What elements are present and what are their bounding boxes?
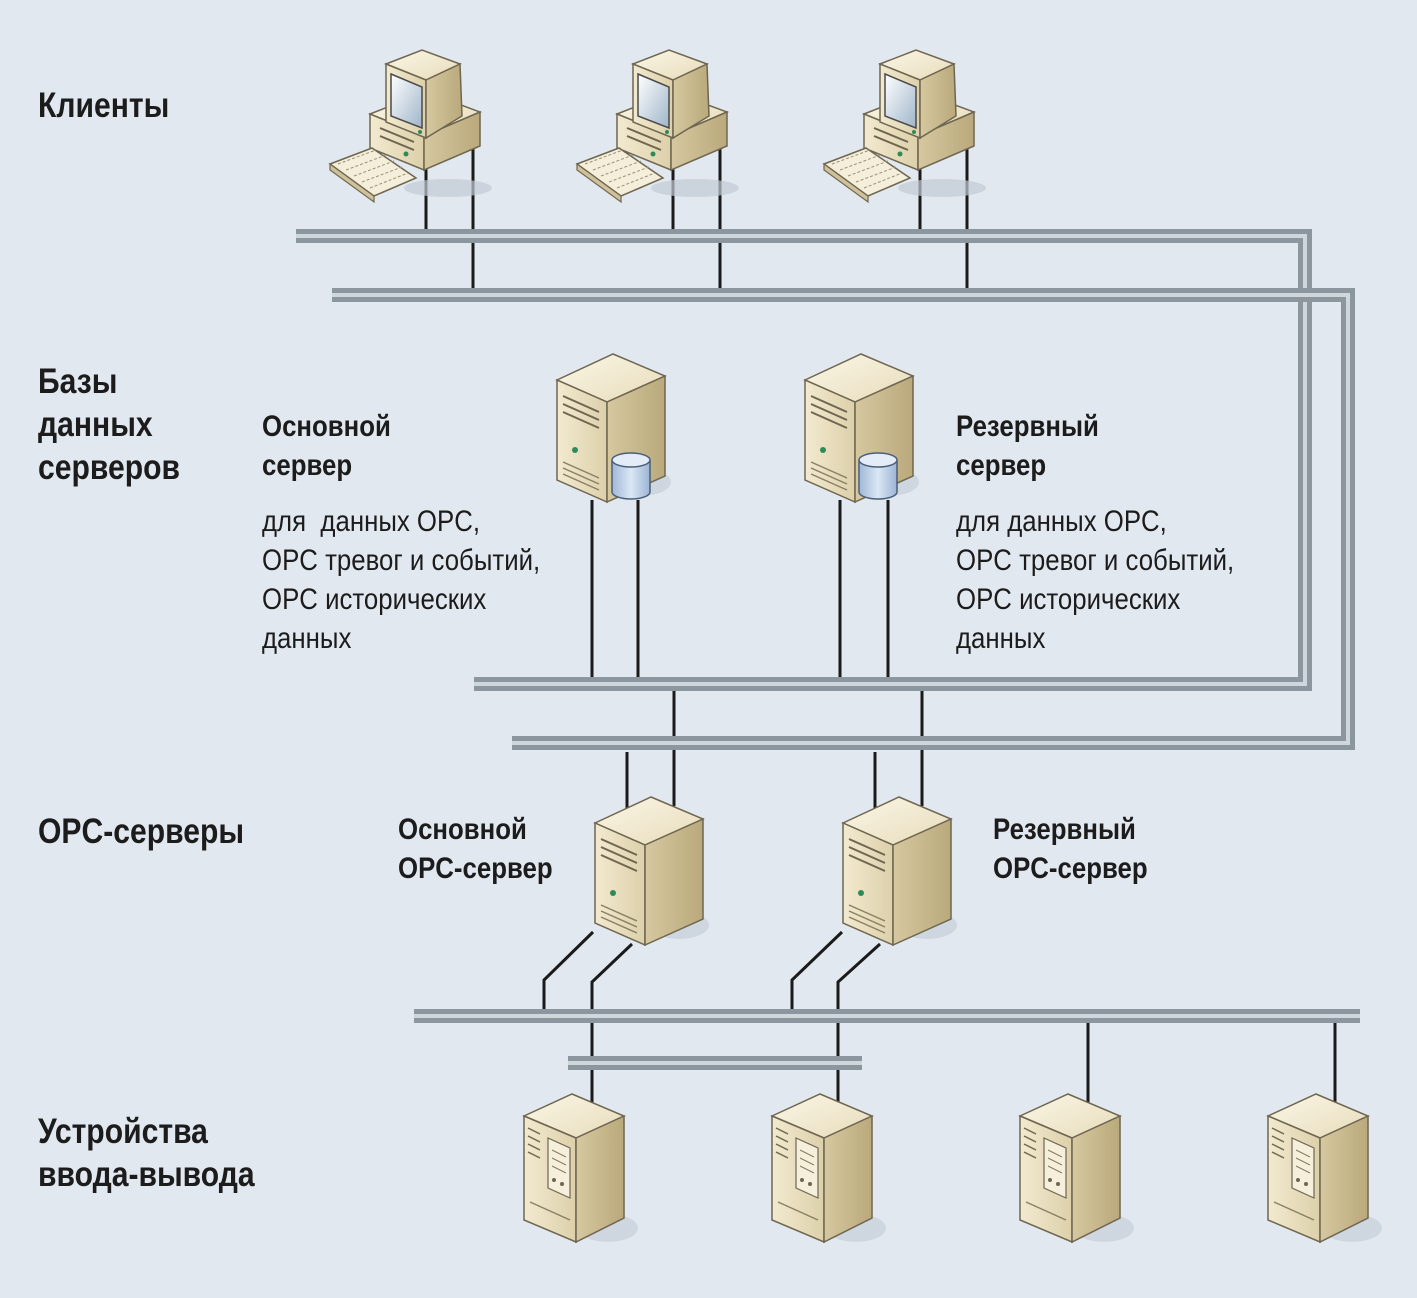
db-main-desc-line-3: OPC исторических	[262, 583, 487, 616]
bus-a	[296, 229, 1312, 691]
bus-b	[332, 288, 1355, 750]
db-backup-desc-line-3: OPC исторических	[956, 583, 1181, 616]
db-main-desc-line-1: для данных OPC,	[262, 505, 481, 538]
tier-label-io-line-2: ввода-вывода	[38, 1155, 255, 1194]
database-icon	[611, 452, 651, 500]
db-main-description: для данных OPC, OPC тревог и событий, OP…	[262, 502, 540, 658]
db-server-backup	[804, 353, 920, 503]
db-backup-title-line-2: сервер	[956, 449, 1047, 482]
client-3	[823, 49, 987, 203]
tier-label-clients: Клиенты	[38, 86, 170, 125]
database-icon	[858, 452, 898, 500]
desktop-computer-icon	[329, 49, 493, 203]
opc-server-backup	[842, 796, 958, 946]
opc-backup-label: Резервный OPC-сервер	[993, 810, 1148, 888]
db-main-desc-line-4: данных	[262, 622, 352, 655]
tower-server-icon	[594, 796, 710, 946]
client-1	[329, 49, 493, 203]
opc-main-label-line-1: Основной	[398, 813, 527, 846]
tier-label-io-line-1: Устройства	[38, 1112, 208, 1151]
opc-backup-label-line-2: OPC-сервер	[993, 852, 1148, 885]
io-device-icon	[1267, 1093, 1383, 1243]
tier-label-opc: OPC-серверы	[38, 812, 245, 851]
io-device-icon	[1019, 1093, 1135, 1243]
io-device-icon	[523, 1093, 639, 1243]
io-device-4	[1267, 1093, 1383, 1243]
db-server-main	[556, 353, 672, 503]
opc-server-main	[594, 796, 710, 946]
db-backup-title-line-1: Резервный	[956, 410, 1099, 443]
db-backup-desc-line-4: данных	[956, 622, 1046, 655]
db-backup-description: для данных OPC, OPC тревог и событий, OP…	[956, 502, 1234, 658]
db-backup-title: Резервный сервер	[956, 407, 1099, 485]
io-device-3	[1019, 1093, 1135, 1243]
opc-main-label: Основной OPC-сервер	[398, 810, 553, 888]
tier-label-db-line-2: данных	[38, 405, 153, 444]
db-main-title-line-2: сервер	[262, 449, 353, 482]
db-backup-desc-line-1: для данных OPC,	[956, 505, 1167, 538]
db-backup-desc-line-2: OPC тревог и событий,	[956, 544, 1235, 577]
db-main-title-line-1: Основной	[262, 410, 391, 443]
tower-server-icon	[842, 796, 958, 946]
opc-main-label-line-2: OPC-сервер	[398, 852, 553, 885]
db-main-desc-line-2: OPC тревог и событий,	[262, 544, 541, 577]
io-device-2	[771, 1093, 887, 1243]
network-buses	[296, 229, 1360, 1070]
tier-label-db-line-1: Базы	[38, 362, 118, 401]
client-2	[576, 49, 740, 203]
opc-backup-label-line-1: Резервный	[993, 813, 1136, 846]
desktop-computer-icon	[576, 49, 740, 203]
desktop-computer-icon	[823, 49, 987, 203]
tier-label-db-line-3: серверов	[38, 448, 180, 487]
io-device-1	[523, 1093, 639, 1243]
tier-label-db: Базы данных серверов	[38, 360, 180, 489]
db-main-title: Основной сервер	[262, 407, 391, 485]
tier-label-io: Устройства ввода-вывода	[38, 1110, 255, 1196]
io-device-icon	[771, 1093, 887, 1243]
